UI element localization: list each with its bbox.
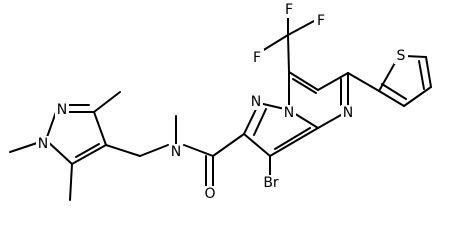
svg-text:F: F xyxy=(285,2,293,18)
atom-oxygen-carbonyl: O xyxy=(203,186,217,202)
bond-c5p-c4-double xyxy=(75,143,100,158)
atom-fluorine-left: F xyxy=(250,49,264,66)
svg-text:N: N xyxy=(38,136,48,152)
bond-layer xyxy=(9,11,432,201)
atom-nitrogen-pyrazole-upper: N xyxy=(249,94,263,110)
bond-thio-c2-c3 xyxy=(378,90,405,107)
bond-n-amide-ch2 xyxy=(139,144,169,157)
svg-text:N: N xyxy=(343,105,353,121)
svg-text:F: F xyxy=(253,50,261,66)
atom-sulfur-thiophene: S xyxy=(394,48,408,64)
bond-thio-c4-c5 xyxy=(425,56,432,88)
bond-thio-c2-c3-double xyxy=(381,83,407,100)
bond-c7-c6 xyxy=(288,71,319,91)
bond-thio-s-c2 xyxy=(378,60,397,92)
bond-c3p-methyl xyxy=(93,91,121,113)
svg-text:Br: Br xyxy=(263,175,279,191)
atom-nitrogen-pyrazole-n1: N xyxy=(36,136,50,152)
atom-nitrogen-pyrazole-n2: N xyxy=(55,102,69,118)
bond-c2-carbonyl xyxy=(212,133,245,157)
bond-cf3-carbon-f-left xyxy=(261,34,289,52)
atom-bromine: Br xyxy=(259,175,283,191)
bond-c7-c6-double xyxy=(292,78,317,94)
bond-thio-c4-c5-double xyxy=(418,60,425,90)
bond-c7-cf3 xyxy=(287,34,290,73)
bond-n1-c2-double xyxy=(253,108,267,136)
svg-text:F: F xyxy=(317,13,325,29)
atom-fluorine-top: F xyxy=(282,2,296,18)
svg-text:N: N xyxy=(171,144,181,160)
atom-nitrogen-bridgehead: N xyxy=(282,105,296,121)
atom-nitrogen-pyrimidine: N xyxy=(341,105,355,121)
bond-c6-c5 xyxy=(317,72,349,91)
bond-n1p-c5p xyxy=(45,139,73,165)
bond-n2p-n1p xyxy=(45,111,57,141)
atom-nitrogen-amide: N xyxy=(169,144,183,160)
molecule-canvas: F F F N N N S N xyxy=(9,2,432,202)
bond-c3-c3a xyxy=(269,127,319,157)
svg-text:N: N xyxy=(251,94,261,110)
svg-text:N: N xyxy=(57,102,67,118)
bond-thio-c5-s xyxy=(404,55,427,58)
bond-c3-c3a-double xyxy=(274,127,311,150)
bond-thio-c3-c4 xyxy=(403,86,432,107)
bond-carbonyl-n-amide xyxy=(183,144,214,157)
atom-fluorine-right: F xyxy=(314,13,328,29)
bond-ch2-pyrazole-c4 xyxy=(105,144,141,157)
bond-cf3-carbon-f-right xyxy=(287,20,315,36)
svg-text:O: O xyxy=(204,186,215,202)
svg-text:S: S xyxy=(397,48,406,64)
bond-c5p-c4 xyxy=(71,144,107,165)
bond-c4-c3p xyxy=(93,111,107,146)
structure-diagram: F F F N N N S N xyxy=(9,2,432,202)
bond-c2-c3 xyxy=(243,133,271,157)
atom-label-layer: F F F N N N S N xyxy=(36,2,408,202)
bond-c5-thiophene-c2 xyxy=(347,72,380,92)
bond-c5p-methyl xyxy=(69,163,73,201)
svg-text:N: N xyxy=(284,105,294,121)
